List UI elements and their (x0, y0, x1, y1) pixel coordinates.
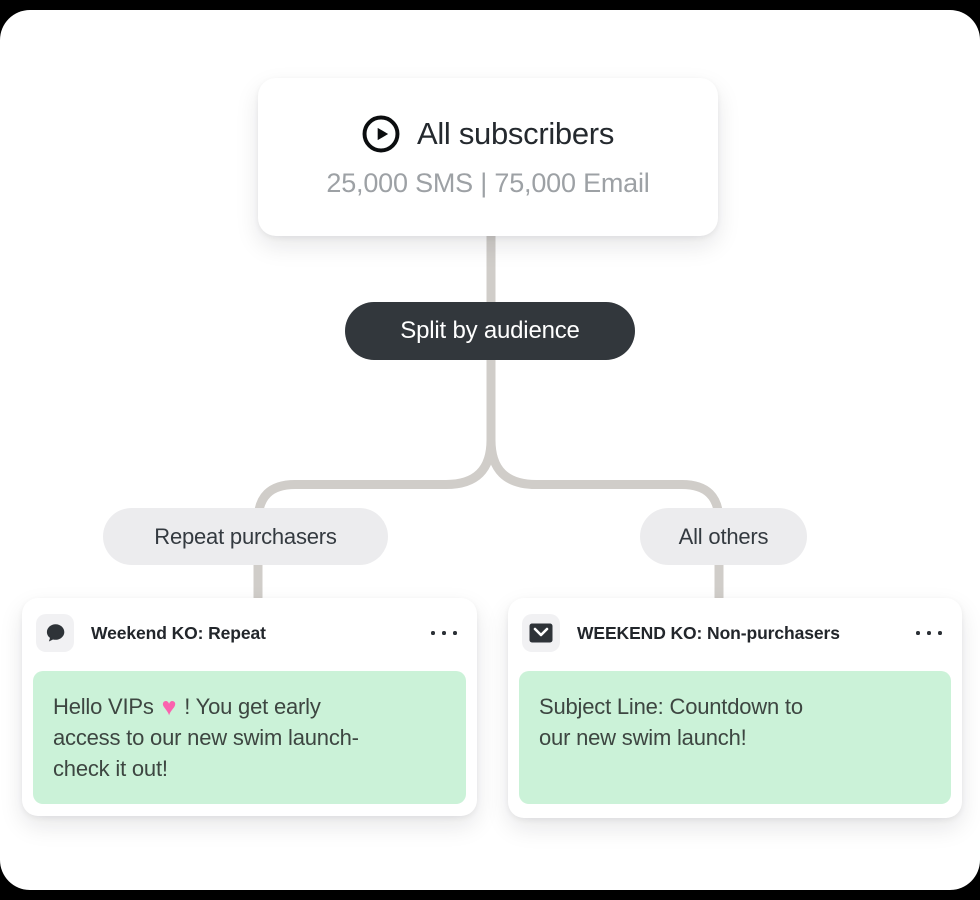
all-subscribers-title-row: All subscribers (362, 115, 614, 153)
connector-branch-right (486, 439, 724, 606)
sms-message-card[interactable]: Weekend KO: Repeat Hello VIPs ♥ ! You ge… (22, 598, 477, 816)
email-card-header: WEEKEND KO: Non-purchasers (522, 614, 942, 652)
branch-right-label: All others (678, 523, 769, 549)
email-subject-line-1: Subject Line: Countdown to (539, 694, 803, 719)
email-card-title: WEEKEND KO: Non-purchasers (577, 622, 840, 643)
email-message-card[interactable]: WEEKEND KO: Non-purchasers Subject Line:… (508, 598, 962, 818)
repeat-purchasers-pill[interactable]: Repeat purchasers (103, 508, 388, 565)
sms-message-preview[interactable]: Hello VIPs ♥ ! You get early access to o… (33, 671, 466, 804)
email-subject-preview[interactable]: Subject Line: Countdown to our new swim … (519, 671, 951, 804)
sms-message-line-2: access to our new swim launch- (53, 725, 359, 750)
sms-card-header: Weekend KO: Repeat (36, 614, 457, 652)
chat-bubble-icon (46, 624, 65, 642)
play-circle-icon (362, 115, 400, 153)
chat-icon-chip (36, 614, 74, 652)
pink-heart-icon: ♥ (161, 693, 177, 721)
sms-message-line-3: check it out! (53, 756, 168, 781)
sms-card-title: Weekend KO: Repeat (91, 622, 266, 643)
split-label: Split by audience (400, 317, 580, 344)
node-title: All subscribers (416, 116, 615, 151)
branch-left-label: Repeat purchasers (154, 523, 337, 549)
all-subscribers-node[interactable]: All subscribers 25,000 SMS | 75,000 Emai… (258, 78, 718, 236)
node-subtitle: 25,000 SMS | 75,000 Email (326, 168, 650, 198)
email-subject-line-2: our new swim launch! (539, 725, 747, 750)
all-others-pill[interactable]: All others (640, 508, 807, 565)
split-by-audience-badge[interactable]: Split by audience (345, 302, 635, 360)
sms-message-line-1: Hello VIPs ♥ ! You get early (53, 693, 321, 721)
email-icon (529, 623, 553, 643)
connector-branch-left (253, 439, 496, 606)
more-options-button[interactable] (430, 625, 457, 642)
more-options-button[interactable] (915, 625, 942, 642)
email-icon-chip (522, 614, 560, 652)
